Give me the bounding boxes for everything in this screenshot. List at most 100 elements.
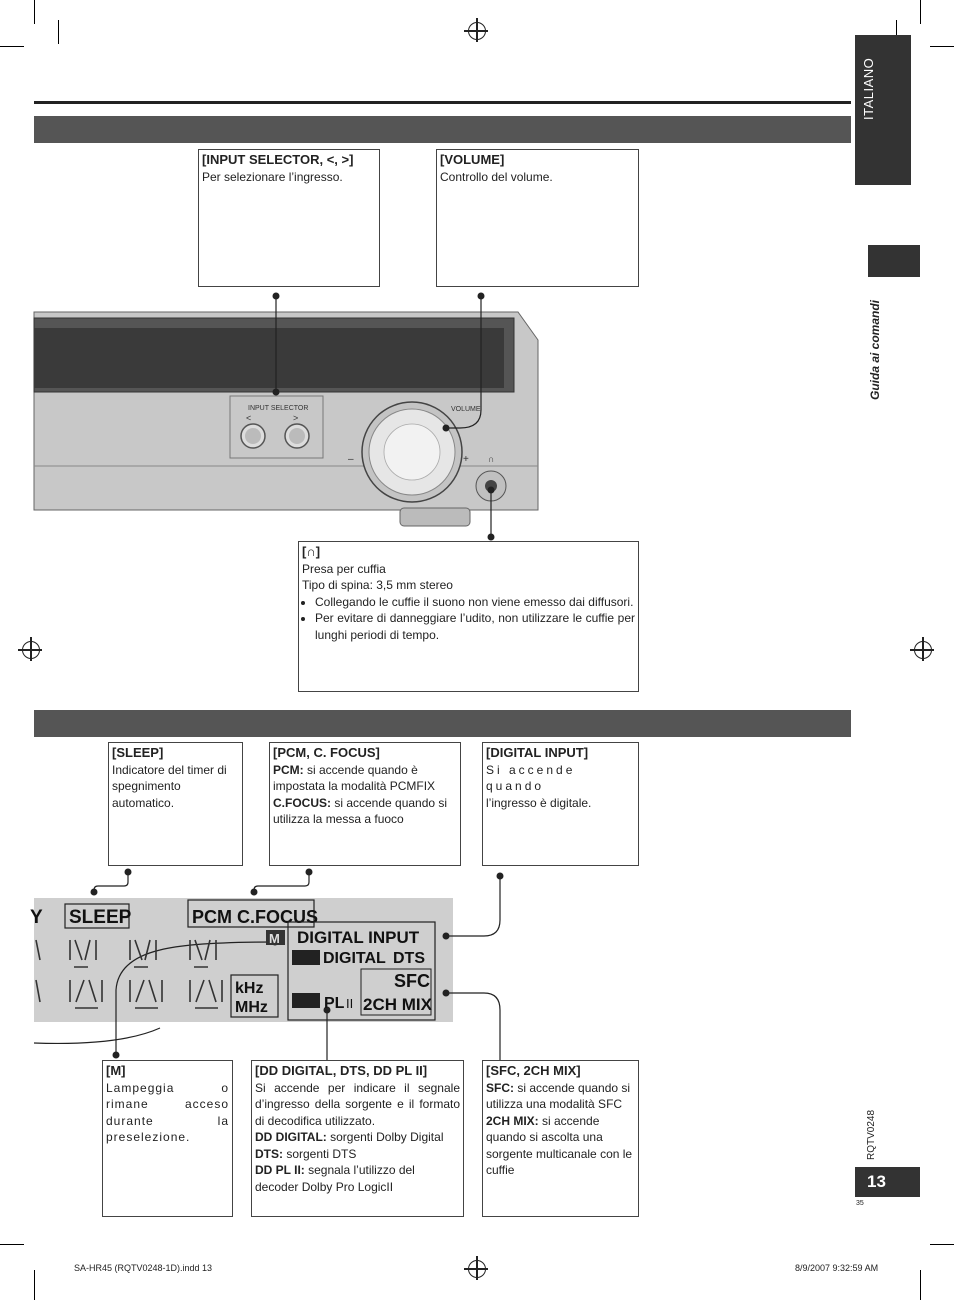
lcd-sfc: SFC xyxy=(394,971,430,991)
crop-mark xyxy=(34,1270,35,1300)
callout-text: SFC: si accende quando si utilizza una m… xyxy=(486,1080,635,1113)
callout-text: DTS: sorgenti DTS xyxy=(255,1146,460,1163)
callout-text: Si accende quando xyxy=(486,762,576,794)
sfc-callout: [SFC, 2CH MIX] SFC: si accende quando si… xyxy=(482,1060,639,1217)
input-selector-callout: [INPUT SELECTOR, <, >] Per selezionare l… xyxy=(198,149,380,287)
callout-text: l’ingresso è digitale. xyxy=(486,795,592,810)
section-bar-display xyxy=(34,710,851,737)
language-tab: ITALIANO xyxy=(855,35,911,185)
volume-callout: [VOLUME] Controllo del volume. xyxy=(436,149,639,287)
callout-text: 2CH MIX: si accende quando si ascolta un… xyxy=(486,1113,635,1179)
dolby-callout: [DD DIGITAL, DTS, DD PL II] Si accende p… xyxy=(251,1060,464,1217)
definition: si accende quando è impostata la modalit… xyxy=(273,762,436,794)
volume-print: VOLUME xyxy=(451,406,481,413)
crop-mark xyxy=(920,1270,921,1300)
callout-text: PCM: si accende quando è impostata la mo… xyxy=(273,762,457,795)
m-callout: [M] Lampeggia o rimane acceso durante la… xyxy=(102,1060,233,1217)
section-bar-front-panel xyxy=(34,116,851,143)
lcd-cfocus: C.FOCUS xyxy=(237,907,318,927)
sleep-callout: [SLEEP] Indicatore del timer di spegnime… xyxy=(108,742,243,866)
small-page-number: 35 xyxy=(856,1200,864,1207)
callout-title: [SLEEP] xyxy=(112,745,164,760)
front-panel-illustration: INPUT SELECTOR < > VOLUME – + ∩ xyxy=(33,292,539,541)
lcd-pcm: PCM xyxy=(192,907,232,927)
callout-text: Indicatore del timer di spegnimento auto… xyxy=(112,762,227,810)
page-number: 13 xyxy=(855,1167,920,1197)
lcd-pl: PL xyxy=(324,995,345,1012)
callout-text: Controllo del volume. xyxy=(440,169,553,184)
callout-title: [VOLUME] xyxy=(440,152,505,167)
pcm-callout: [PCM, C. FOCUS] PCM: si accende quando è… xyxy=(269,742,461,866)
callout-text: Presa per cuffia xyxy=(302,561,386,576)
callout-text: Tipo di spina: 3,5 mm stereo xyxy=(302,578,453,592)
section-title: Guida ai comandi xyxy=(868,299,882,400)
lcd-khz: kHz xyxy=(235,980,263,997)
document-code: RQTV0248 xyxy=(866,1109,877,1160)
lcd-m: M xyxy=(269,931,280,946)
callout-title: [DIGITAL INPUT] xyxy=(486,745,589,760)
term: C.FOCUS: xyxy=(273,795,331,810)
crop-mark xyxy=(0,1244,24,1245)
phones-print: ∩ xyxy=(488,454,494,464)
top-rule xyxy=(34,101,851,104)
term: DTS: xyxy=(255,1146,283,1161)
lcd-2ch-mix: 2CH MIX xyxy=(363,995,433,1014)
term: DD DIGITAL: xyxy=(255,1130,327,1144)
crop-mark xyxy=(0,46,24,47)
callout-title: [PCM, C. FOCUS] xyxy=(273,745,380,760)
term: 2CH MIX: xyxy=(486,1113,539,1128)
greater-print: > xyxy=(293,413,298,423)
callout-title: [INPUT SELECTOR, <, >] xyxy=(202,152,354,167)
callout-text: Lampeggia o rimane acceso durante la pre… xyxy=(106,1080,229,1145)
callout-text: Per selezionare l’ingresso. xyxy=(202,169,343,184)
term: SFC: xyxy=(486,1080,514,1095)
registration-mark xyxy=(464,1256,488,1280)
lcd-dts: DTS xyxy=(393,950,425,967)
callout-text: DD PL II: segnala l’utilizzo del decoder… xyxy=(255,1162,460,1195)
bullet-item: Collegando le cuffie il suono non viene … xyxy=(315,594,635,611)
section-tab xyxy=(868,245,920,277)
definition: sorgenti DTS xyxy=(283,1146,357,1161)
definition: si accende quando si ascolta una sorgent… xyxy=(486,1113,633,1178)
input-selector-print: INPUT SELECTOR xyxy=(248,405,308,412)
lcd-display-illustration: Y SLEEP PCM C.FOCUS M DIGITAL INPUT DIGI… xyxy=(30,868,504,1060)
footer-date: 8/9/2007 9:32:59 AM xyxy=(795,1263,879,1273)
footer-file: SA-HR45 (RQTV0248-1D).indd 13 xyxy=(74,1263,213,1273)
lcd-y: Y xyxy=(30,907,43,928)
lcd-mhz: MHz xyxy=(235,999,268,1016)
crop-mark xyxy=(920,0,921,24)
registration-mark xyxy=(910,637,934,661)
crop-mark xyxy=(930,46,954,47)
definition: segnala l’utilizzo del decoder Dolby Pro… xyxy=(255,1163,415,1194)
crop-mark xyxy=(34,0,35,24)
registration-mark xyxy=(464,18,488,42)
less-print: < xyxy=(246,413,251,423)
crop-mark xyxy=(896,20,897,44)
lcd-sleep: SLEEP xyxy=(69,907,132,928)
callout-text: C.FOCUS: si accende quando si utilizza l… xyxy=(273,795,457,828)
callout-title: [∩] xyxy=(302,544,321,559)
term: DD PL II: xyxy=(255,1163,305,1177)
lcd-pl2: II xyxy=(346,996,353,1011)
registration-mark xyxy=(18,637,42,661)
callout-title: [M] xyxy=(106,1063,126,1078)
callout-text: Si accende per indicare il segnale d’ing… xyxy=(255,1080,460,1128)
term: PCM: xyxy=(273,762,304,777)
bullet-item: Per evitare di danneggiare l’udito, non … xyxy=(315,610,635,643)
definition: si accende quando si utilizza la messa a… xyxy=(273,795,448,827)
language-label: ITALIANO xyxy=(861,57,876,120)
lcd-digital-input: DIGITAL INPUT xyxy=(297,928,420,947)
callout-title: [SFC, 2CH MIX] xyxy=(486,1063,581,1078)
callout-bullets: Collegando le cuffie il suono non viene … xyxy=(302,594,635,644)
crop-mark xyxy=(58,20,59,44)
minus-print: – xyxy=(348,454,354,465)
plus-print: + xyxy=(463,454,469,465)
definition: si accende quando si utilizza una modali… xyxy=(486,1080,631,1112)
crop-mark xyxy=(930,1244,954,1245)
headphones-callout: [∩] Presa per cuffia Tipo di spina: 3,5 … xyxy=(298,541,639,692)
lcd-digital: DIGITAL xyxy=(323,950,386,967)
callout-text: DD DIGITAL: sorgenti Dolby Digital xyxy=(255,1129,460,1146)
callout-title: [DD DIGITAL, DTS, DD PL II] xyxy=(255,1063,428,1078)
definition: sorgenti Dolby Digital xyxy=(326,1130,444,1144)
digital-input-callout: [DIGITAL INPUT] Si accende quando l’ingr… xyxy=(482,742,639,866)
